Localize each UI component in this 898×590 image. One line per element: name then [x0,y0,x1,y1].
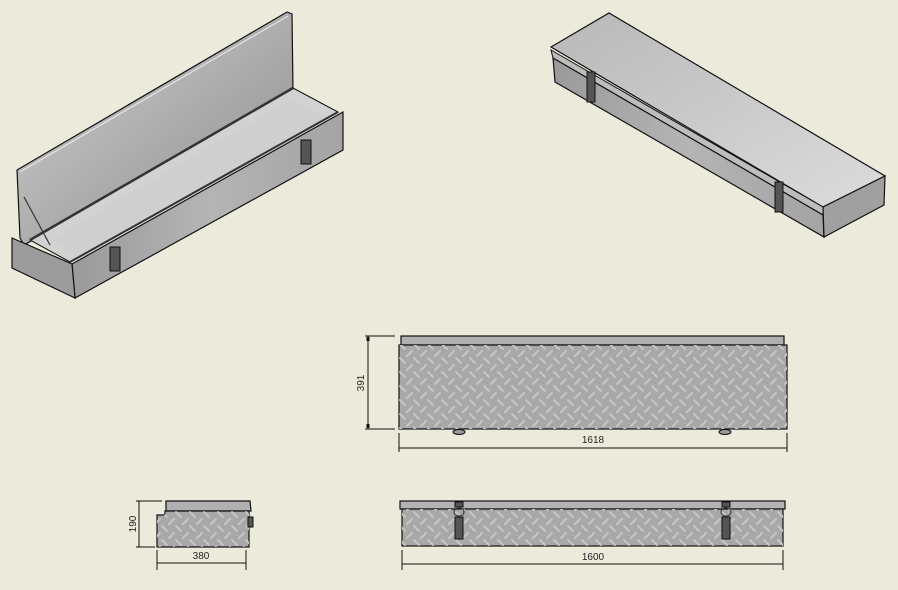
iso-open-view [11,11,344,299]
dim-top-width: 1618 [582,435,605,446]
dim-top-height: 391 [356,374,367,391]
latch-icon [774,181,784,213]
dim-front-width: 1600 [582,552,605,563]
front-view: 1600 [399,500,786,570]
side-view: 190 380 [128,500,254,570]
iso-closed-view [549,12,887,239]
latch-icon [453,501,465,540]
latch-icon [109,246,121,272]
top-view: 391 1618 [356,335,788,452]
dim-side-height: 190 [128,515,139,532]
latch-icon [720,501,732,540]
latch-icon [300,139,312,165]
latch-icon [586,71,596,103]
dim-side-width: 380 [193,551,210,562]
